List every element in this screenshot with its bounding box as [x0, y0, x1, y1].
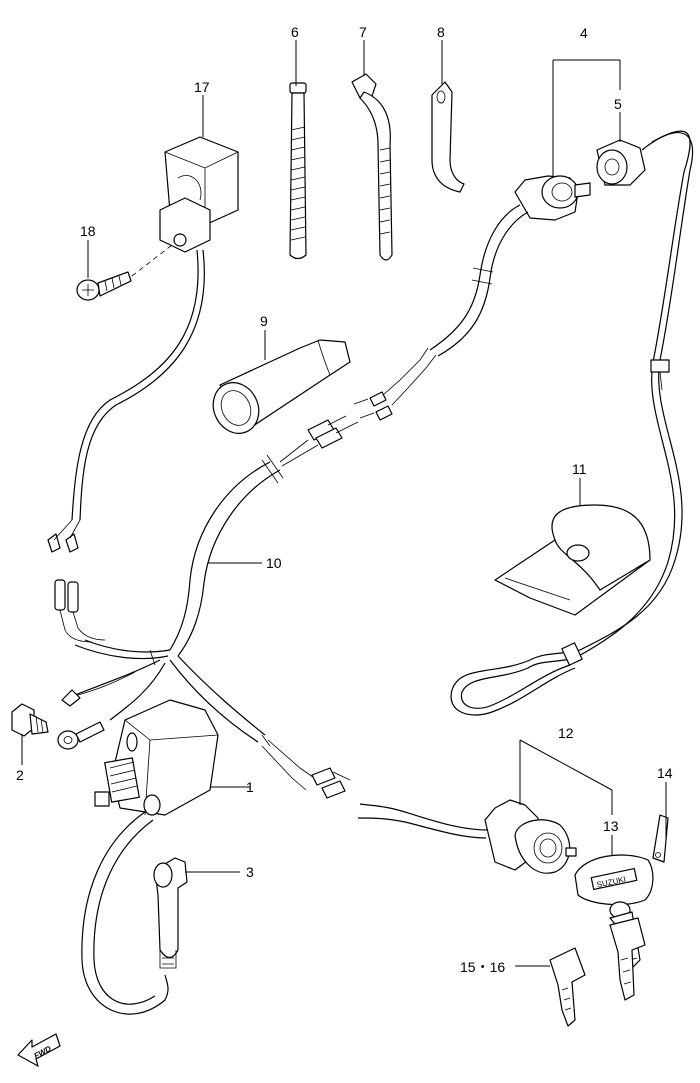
harness-left-terminals: [47, 519, 136, 750]
callout-3: 3: [246, 864, 254, 880]
callout-6: 6: [291, 24, 299, 40]
part-3-plug-cap: [153, 857, 188, 969]
callout-labels: 1 2 3 4 5 6 7 8 9 10 11 12 13 14 15・16 1…: [16, 24, 673, 975]
part-8-clamp: [431, 81, 465, 193]
callout-11: 11: [572, 461, 587, 477]
callout-12: 12: [558, 725, 574, 741]
callout-4: 4: [580, 25, 588, 41]
part-7-cable-tie-clip: [351, 73, 393, 261]
callout-9: 9: [260, 313, 268, 329]
callout-5: 5: [614, 96, 622, 112]
callout-15-16: 15・16: [460, 959, 505, 975]
callout-2: 2: [16, 767, 24, 783]
callout-18: 18: [80, 223, 96, 239]
part-17-switch-housing: [159, 136, 239, 253]
callout-17: 17: [194, 79, 210, 95]
part-12-key-switch: [357, 799, 577, 874]
callout-13: 13: [603, 818, 619, 834]
part-14-bracket: [652, 814, 669, 863]
part-1-ignition-coil: [94, 699, 219, 816]
part-9-sleeve: [212, 339, 351, 434]
part-5-switch-cap: [596, 139, 646, 186]
callout-1: 1: [246, 779, 254, 795]
part-11-lanyard-pouch: [494, 504, 651, 616]
part-6-cable-tie: [289, 82, 307, 260]
part-10-main-harness: [74, 415, 359, 799]
callout-14: 14: [657, 765, 673, 781]
callout-10: 10: [266, 555, 282, 571]
callout-7: 7: [359, 24, 367, 40]
part-2-bolt: [11, 703, 49, 737]
fwd-arrow-icon: FWD: [17, 1033, 61, 1067]
part-4-ignition-switch: [514, 175, 591, 221]
leader-lines: [21, 40, 667, 967]
part-18-screw: [76, 244, 173, 301]
callout-8: 8: [437, 24, 445, 40]
part-13-key-cap: SUZUKI: [574, 854, 654, 971]
part-15-16-keys: [549, 917, 646, 1027]
part-17-wire: [71, 249, 199, 521]
